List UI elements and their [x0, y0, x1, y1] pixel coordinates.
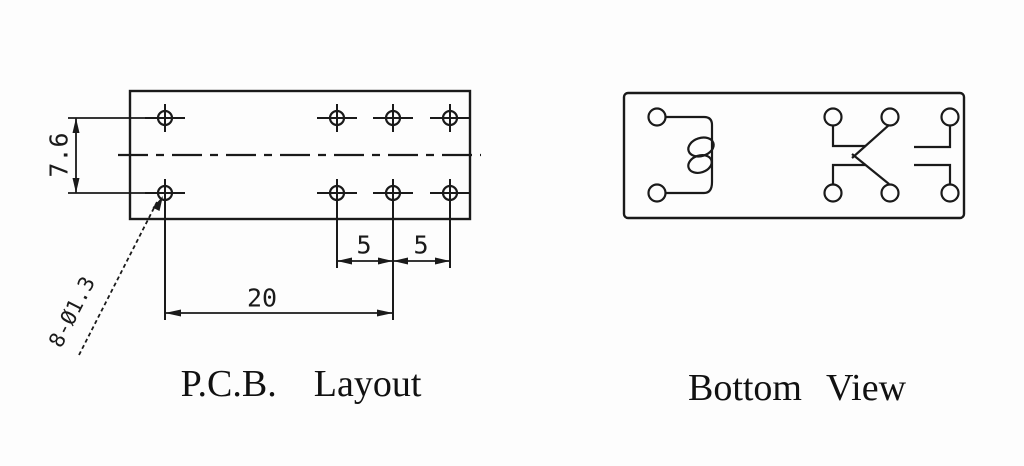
dim-arrow: [337, 257, 352, 265]
pcb-layout-drawing: [68, 89, 481, 356]
fixed-contact: [914, 126, 952, 149]
dim-overall-span-label: 20: [246, 283, 278, 313]
hole-callout-leader: [78, 196, 163, 356]
dim-arrow: [378, 257, 393, 265]
dim-arrow: [393, 257, 408, 265]
pin: [823, 183, 843, 203]
pcb-hole: [317, 104, 357, 132]
pcb-hole: [373, 179, 413, 320]
caption-word: View: [826, 367, 907, 409]
dim-arrow: [72, 118, 80, 133]
pcb-hole: [317, 179, 357, 268]
pin: [823, 107, 843, 127]
dim-pin-pitch: [337, 257, 450, 265]
dim-arrow: [72, 178, 80, 193]
pin: [647, 107, 667, 127]
pcb-holes-top-row: [145, 104, 470, 132]
contact-symbols: [831, 124, 952, 185]
dim-row-spacing-label: 7.6: [44, 132, 74, 178]
fixed-contact: [914, 163, 952, 184]
fixed-contact: [831, 163, 866, 184]
leader-arrow: [152, 196, 163, 211]
pcb-hole: [430, 179, 470, 268]
pcb-hole: [373, 104, 413, 132]
caption-word: Layout: [313, 363, 422, 405]
pin: [940, 183, 960, 203]
pcb-hole: [145, 179, 185, 320]
bottom-view-drawing: [622, 91, 966, 220]
pin: [647, 183, 667, 203]
contact-arm: [851, 124, 890, 159]
dim-overall-span: [165, 309, 393, 317]
pin: [880, 183, 900, 203]
pin: [880, 107, 900, 127]
dim-pitch-left-label: 5: [356, 230, 372, 260]
dim-arrow: [165, 309, 181, 317]
fixed-contact: [831, 126, 866, 148]
bottom-view-caption: Bottom View: [688, 366, 906, 410]
relay-body-outline: [622, 91, 966, 220]
contact-pins: [823, 107, 960, 203]
contact-arm: [851, 153, 890, 185]
caption-word: P.C.B.: [180, 363, 277, 405]
pcb-hole: [430, 104, 470, 132]
coil-symbol: [666, 115, 715, 195]
dim-row-spacing: [68, 117, 185, 194]
coil-pins: [647, 107, 667, 203]
pcb-layout-caption: P.C.B. Layout: [181, 362, 422, 406]
dim-pitch-right-label: 5: [413, 230, 429, 260]
dim-arrow: [435, 257, 450, 265]
pin: [940, 107, 960, 127]
caption-word: Bottom: [687, 367, 802, 409]
dim-arrow: [377, 309, 393, 317]
